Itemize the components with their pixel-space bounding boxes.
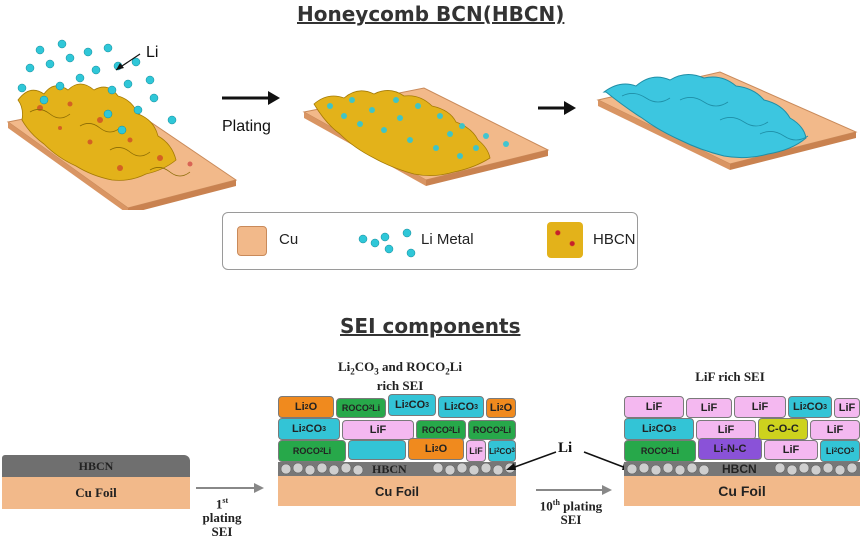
right-cell-lif-3: LiF xyxy=(734,396,786,418)
first-plating-sup: st xyxy=(222,496,229,505)
tenth-plating-sup: th xyxy=(552,498,560,507)
right-cu-foil: Cu Foil xyxy=(624,476,860,506)
mid-cu-foil: Cu Foil xyxy=(278,476,516,506)
mid-pebble-layer xyxy=(278,462,516,476)
hbcn-swatch xyxy=(547,222,583,258)
first-plating-caption: 1st plating SEI xyxy=(196,494,248,539)
mid-caption-line2: rich SEI xyxy=(376,377,424,393)
hbcn-plating-illustration xyxy=(6,39,858,210)
mid-hbcn-label: HBCN xyxy=(372,462,407,476)
right-cell-coc: C-O-C xyxy=(758,418,808,440)
right-cell-lif-7: LiF xyxy=(764,440,818,460)
tenth-plating-number: 10 xyxy=(539,498,553,514)
plating-label: Plating xyxy=(222,118,271,135)
right-cell-linc: Li-N-C xyxy=(698,438,762,460)
tenth-plating-arrow xyxy=(536,485,612,495)
mid-cell-lif-1: LiF xyxy=(342,420,414,440)
left-cu-foil: Cu Foil xyxy=(2,477,190,509)
right-caption: LiF rich SEI xyxy=(695,369,765,384)
right-cell-lif-6: LiF xyxy=(810,420,860,440)
first-plating-sei: SEI xyxy=(211,524,233,539)
li-pointer-arrows xyxy=(506,451,632,470)
right-cell-lif-4: LiF xyxy=(834,398,860,418)
top-title: Honeycomb BCN(HBCN) xyxy=(297,2,565,26)
left-hbcn-label: HBCN xyxy=(78,458,114,473)
mid-cell-lif-2: LiF xyxy=(466,440,486,462)
legend-li-metal-label: Li Metal xyxy=(421,231,474,248)
mid-cell-li2co3-4 xyxy=(348,440,406,460)
left-hbcn-layer: HBCN xyxy=(2,455,190,477)
right-cell-lif-5: LiF xyxy=(696,420,756,440)
right-pebble-layer xyxy=(624,462,860,476)
legend-hbcn-label: HBCN xyxy=(593,231,636,248)
tenth-plating-caption: 10th plating SEI xyxy=(526,496,616,527)
first-plating-number: 1 xyxy=(215,496,223,512)
legend-cu-label: Cu xyxy=(279,231,299,248)
mid-caption: Li2CO3 and ROCO2Li rich SEI xyxy=(300,360,500,393)
first-plating-arrow xyxy=(196,483,264,493)
li-metal-swatch xyxy=(358,228,416,258)
sei-title: SEI components xyxy=(340,314,521,338)
right-cell-lif-2: LiF xyxy=(686,398,732,418)
right-cell-lif-1: LiF xyxy=(624,396,684,418)
right-hbcn-label: HBCN xyxy=(722,462,757,476)
li-label: Li xyxy=(146,44,159,61)
legend-box: Cu Li Metal HBCN xyxy=(222,212,638,270)
tenth-plating-sei: SEI xyxy=(560,512,582,528)
cu-swatch xyxy=(237,226,267,256)
tenth-plating-word: plating xyxy=(559,498,603,514)
li-pointer-label: Li xyxy=(558,440,573,456)
first-plating-word: plating xyxy=(202,510,242,526)
